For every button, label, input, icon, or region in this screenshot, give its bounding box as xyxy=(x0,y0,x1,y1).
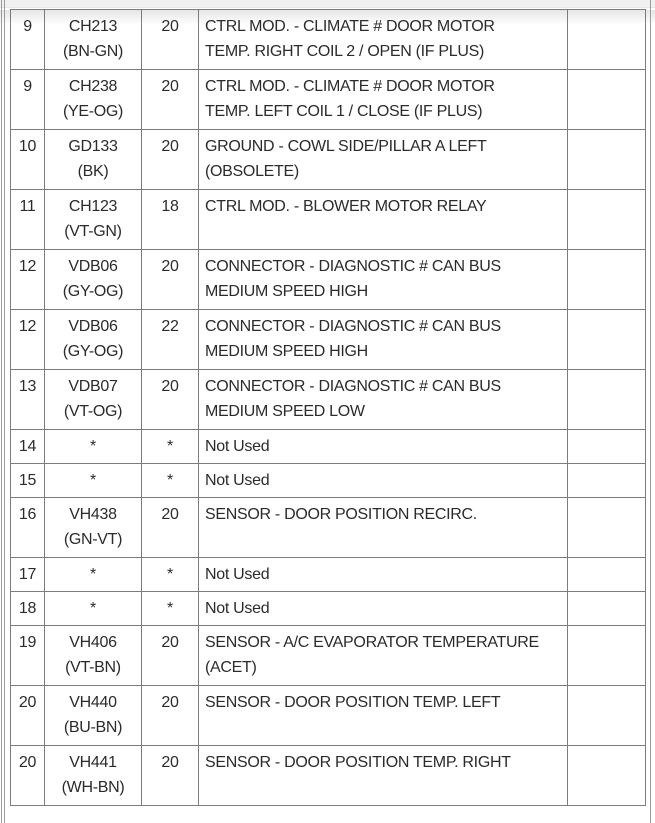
function-cell: CTRL MOD. - CLIMATE # DOOR MOTOR TEMP. L… xyxy=(198,69,568,130)
notes-cell xyxy=(567,685,646,746)
notes-cell xyxy=(567,557,646,592)
function-cell: SENSOR - A/C EVAPORATOR TEMPERATURE (ACE… xyxy=(198,625,568,686)
function-cell: Not Used xyxy=(198,557,568,592)
circuit-cell: VH441 (WH-BN) xyxy=(44,745,142,806)
pin-cell: 13 xyxy=(10,369,45,430)
function-cell: CONNECTOR - DIAGNOSTIC # CAN BUS MEDIUM … xyxy=(198,249,568,310)
pin-cell: 9 xyxy=(10,69,45,130)
function-cell: CTRL MOD. - BLOWER MOTOR RELAY xyxy=(198,189,568,250)
circuit-cell: * xyxy=(44,463,142,498)
gauge-cell: 20 xyxy=(141,685,199,746)
table-row: 14**Not Used xyxy=(10,429,646,464)
pin-cell: 19 xyxy=(10,625,45,686)
outer-border-right xyxy=(650,0,651,823)
circuit-cell: * xyxy=(44,429,142,464)
circuit-cell: VDB06 (GY-OG) xyxy=(44,249,142,310)
outer-border-left-inner xyxy=(4,0,5,823)
gauge-cell: * xyxy=(141,429,199,464)
gauge-cell: * xyxy=(141,557,199,592)
notes-cell xyxy=(567,249,646,310)
notes-cell xyxy=(567,369,646,430)
circuit-cell: VH406 (VT-BN) xyxy=(44,625,142,686)
notes-cell xyxy=(567,497,646,558)
circuit-cell: CH213 (BN-GN) xyxy=(44,9,142,70)
notes-cell xyxy=(567,9,646,70)
pin-cell: 12 xyxy=(10,309,45,370)
function-cell: CTRL MOD. - CLIMATE # DOOR MOTOR TEMP. R… xyxy=(198,9,568,70)
gauge-cell: 20 xyxy=(141,625,199,686)
pin-cell: 11 xyxy=(10,189,45,250)
function-cell: SENSOR - DOOR POSITION RECIRC. xyxy=(198,497,568,558)
function-cell: Not Used xyxy=(198,591,568,626)
pin-cell: 10 xyxy=(10,129,45,190)
gauge-cell: 20 xyxy=(141,129,199,190)
pin-cell: 20 xyxy=(10,745,45,806)
circuit-cell: VDB06 (GY-OG) xyxy=(44,309,142,370)
pin-cell: 20 xyxy=(10,685,45,746)
circuit-cell: CH238 (YE-OG) xyxy=(44,69,142,130)
pin-cell: 9 xyxy=(10,9,45,70)
circuit-cell: CH123 (VT-GN) xyxy=(44,189,142,250)
circuit-cell: VH438 (GN-VT) xyxy=(44,497,142,558)
gauge-cell: 20 xyxy=(141,497,199,558)
notes-cell xyxy=(567,429,646,464)
pin-cell: 18 xyxy=(10,591,45,626)
function-cell: CONNECTOR - DIAGNOSTIC # CAN BUS MEDIUM … xyxy=(198,309,568,370)
notes-cell xyxy=(567,625,646,686)
notes-cell xyxy=(567,745,646,806)
gauge-cell: * xyxy=(141,463,199,498)
gauge-cell: * xyxy=(141,591,199,626)
notes-cell xyxy=(567,463,646,498)
function-cell: CONNECTOR - DIAGNOSTIC # CAN BUS MEDIUM … xyxy=(198,369,568,430)
pin-cell: 17 xyxy=(10,557,45,592)
circuit-cell: VH440 (BU-BN) xyxy=(44,685,142,746)
function-cell: SENSOR - DOOR POSITION TEMP. LEFT xyxy=(198,685,568,746)
gauge-cell: 20 xyxy=(141,249,199,310)
gauge-cell: 20 xyxy=(141,369,199,430)
notes-cell xyxy=(567,69,646,130)
function-cell: GROUND - COWL SIDE/PILLAR A LEFT (OBSOLE… xyxy=(198,129,568,190)
gauge-cell: 20 xyxy=(141,745,199,806)
outer-border-left-outer xyxy=(1,0,2,823)
table-row: 18**Not Used xyxy=(10,591,646,626)
function-cell: Not Used xyxy=(198,429,568,464)
gauge-cell: 18 xyxy=(141,189,199,250)
gauge-cell: 20 xyxy=(141,69,199,130)
pin-cell: 15 xyxy=(10,463,45,498)
table-row: 17**Not Used xyxy=(10,557,646,592)
function-cell: SENSOR - DOOR POSITION TEMP. RIGHT xyxy=(198,745,568,806)
notes-cell xyxy=(567,591,646,626)
circuit-cell: VDB07 (VT-OG) xyxy=(44,369,142,430)
circuit-cell: * xyxy=(44,557,142,592)
notes-cell xyxy=(567,189,646,250)
gauge-cell: 22 xyxy=(141,309,199,370)
function-cell: Not Used xyxy=(198,463,568,498)
top-strip xyxy=(0,0,655,8)
gauge-cell: 20 xyxy=(141,9,199,70)
circuit-cell: * xyxy=(44,591,142,626)
pin-cell: 16 xyxy=(10,497,45,558)
table-row: 15**Not Used xyxy=(10,463,646,498)
pin-cell: 14 xyxy=(10,429,45,464)
circuit-cell: GD133 (BK) xyxy=(44,129,142,190)
notes-cell xyxy=(567,309,646,370)
notes-cell xyxy=(567,129,646,190)
pin-cell: 12 xyxy=(10,249,45,310)
